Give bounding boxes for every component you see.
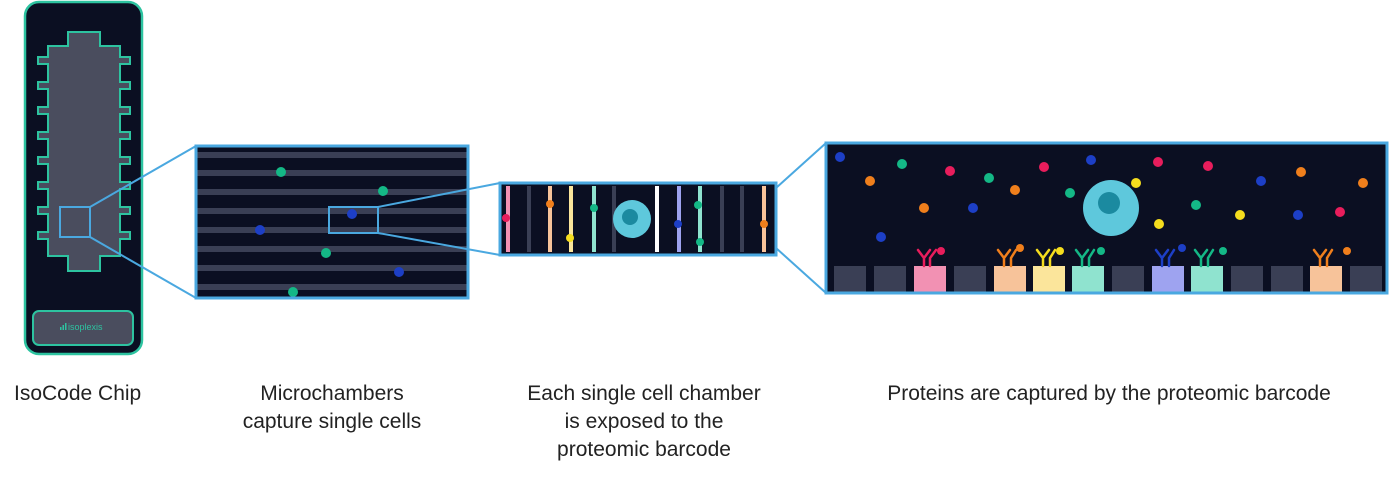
- chip-zoom-box: [59, 206, 91, 238]
- antibody-icon: [996, 244, 1024, 268]
- barcode-wells: [834, 266, 1382, 293]
- caption-isocode-chip-text: IsoCode Chip: [14, 382, 142, 405]
- cell-dot: [347, 209, 357, 219]
- antibody-icon: [1035, 247, 1064, 268]
- cell-dot: [394, 267, 404, 277]
- caption-proteins-captured: Proteins are captured by the proteomic b…: [858, 380, 1360, 408]
- cell-dot: [378, 186, 388, 196]
- caption-single-cell-line1: Each single cell chamber: [527, 382, 761, 405]
- microchamber-stripes: [196, 152, 468, 290]
- antibody-icon: [1074, 247, 1105, 268]
- protein-dots-large: [835, 152, 1368, 242]
- protein-dots-small: [502, 200, 768, 246]
- caption-microchambers-line2: capture single cells: [242, 410, 422, 433]
- cell-dot: [276, 167, 286, 177]
- antibody-icon: [916, 247, 945, 268]
- cell-small: [613, 200, 651, 238]
- caption-microchambers: Microchambers capture single cells: [230, 380, 434, 436]
- cell-dot: [288, 287, 298, 297]
- cell-dot: [255, 225, 265, 235]
- chip-channel: [37, 31, 131, 272]
- caption-single-cell-line2: is exposed to the: [564, 410, 724, 433]
- zoom-lines-1: [89, 145, 197, 299]
- zoom-lines-3: [775, 142, 827, 294]
- cell-dot: [321, 248, 331, 258]
- microchambers-panel: [194, 144, 470, 300]
- caption-proteins-text: Proteins are captured by the proteomic b…: [887, 382, 1331, 405]
- chip-logo-plate: [32, 310, 134, 346]
- microchamber-zoom-box: [328, 206, 379, 234]
- antibodies: [916, 244, 1351, 268]
- antibody-icon: [1312, 247, 1351, 268]
- single-chamber-frame: [498, 181, 778, 257]
- caption-isocode-chip: IsoCode Chip: [14, 380, 141, 408]
- caption-microchambers-line1: Microchambers: [260, 382, 404, 405]
- proteins-frame: [824, 141, 1389, 295]
- microchamber-cells: [255, 167, 404, 297]
- antibody-icon: [1154, 244, 1186, 268]
- single-chamber-panel: [498, 181, 778, 257]
- caption-single-cell-line3: proteomic barcode: [557, 438, 731, 461]
- chip-logo-text: isoplexis: [68, 322, 103, 332]
- proteins-panel: [824, 141, 1389, 295]
- cell-large: [1083, 180, 1139, 236]
- caption-single-cell-chamber: Each single cell chamber is exposed to t…: [510, 380, 778, 464]
- isoplexis-logo: isoplexis: [60, 322, 103, 332]
- zoom-lines-2: [377, 182, 501, 256]
- antibody-icon: [1193, 247, 1227, 268]
- microchambers-frame: [194, 144, 470, 300]
- isocode-chip: isoplexis: [23, 0, 144, 356]
